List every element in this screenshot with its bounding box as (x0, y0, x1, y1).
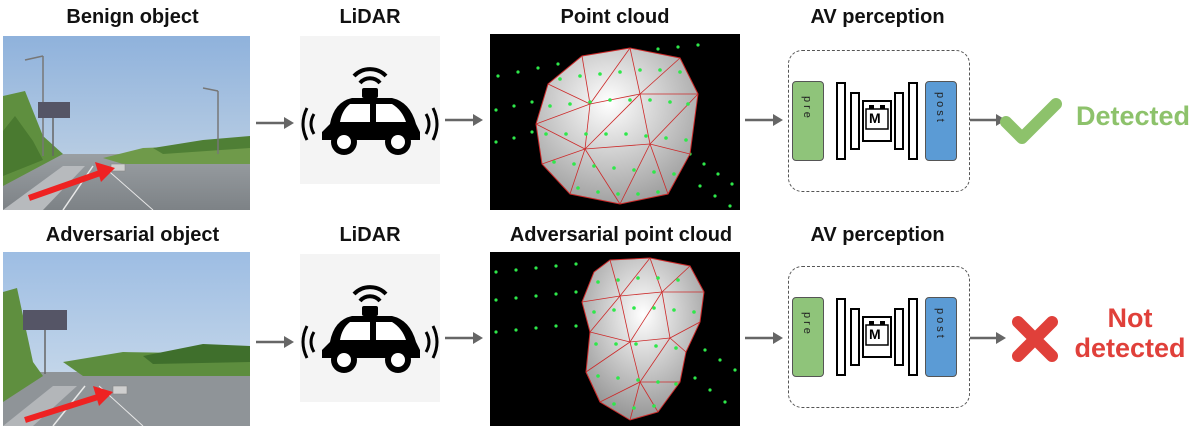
result-line: detected (1074, 333, 1186, 363)
title-lidar-top: LiDAR (339, 6, 401, 28)
post-label: post (934, 92, 946, 125)
title-adversarial-object: Adversarial object (45, 224, 220, 246)
model-label: M (869, 110, 881, 126)
arrow-cloud-to-perception-top (745, 114, 783, 126)
arrow-photo-to-lidar-top (256, 117, 294, 129)
cross-icon (1012, 316, 1058, 362)
title-lidar-bottom: LiDAR (339, 224, 401, 246)
post-processing-box: post (925, 81, 957, 161)
result-line: Detected (1075, 101, 1191, 131)
title-benign-object: Benign object (66, 6, 199, 28)
lidar-car-icon-bottom (300, 254, 440, 402)
arrow-lidar-to-cloud-bottom (445, 332, 483, 344)
point-cloud-render-top (490, 34, 740, 210)
title-point-cloud: Point cloud (560, 6, 670, 28)
arrow-perception-to-result-bottom (970, 332, 1006, 344)
post-label: post (934, 308, 946, 341)
arrow-lidar-to-cloud-top (445, 114, 483, 126)
result-not-detected: Not detected (1060, 303, 1200, 363)
result-line: Not (1107, 303, 1153, 333)
post-processing-box: post (925, 297, 957, 377)
pre-label: pre (801, 312, 813, 337)
adversarial-road-photo (3, 252, 250, 426)
arrow-cloud-to-perception-bottom (745, 332, 783, 344)
av-perception-module-bottom: pre M post (788, 266, 970, 408)
neural-network-icon (836, 298, 918, 376)
neural-network-icon (836, 82, 918, 160)
title-av-perception-top: AV perception (810, 6, 945, 28)
adversarial-point-cloud-render (490, 252, 740, 426)
arrow-photo-to-lidar-bottom (256, 336, 294, 348)
pre-processing-box: pre (792, 297, 824, 377)
title-adversarial-point-cloud: Adversarial point cloud (509, 224, 733, 246)
lidar-car-icon-top (300, 36, 440, 184)
title-av-perception-bottom: AV perception (810, 224, 945, 246)
model-label: M (869, 326, 881, 342)
result-detected: Detected (1066, 101, 1200, 131)
pre-processing-box: pre (792, 81, 824, 161)
pre-label: pre (801, 96, 813, 121)
av-perception-module-top: pre M post (788, 50, 970, 192)
checkmark-icon (1000, 98, 1062, 144)
benign-road-photo (3, 36, 250, 210)
